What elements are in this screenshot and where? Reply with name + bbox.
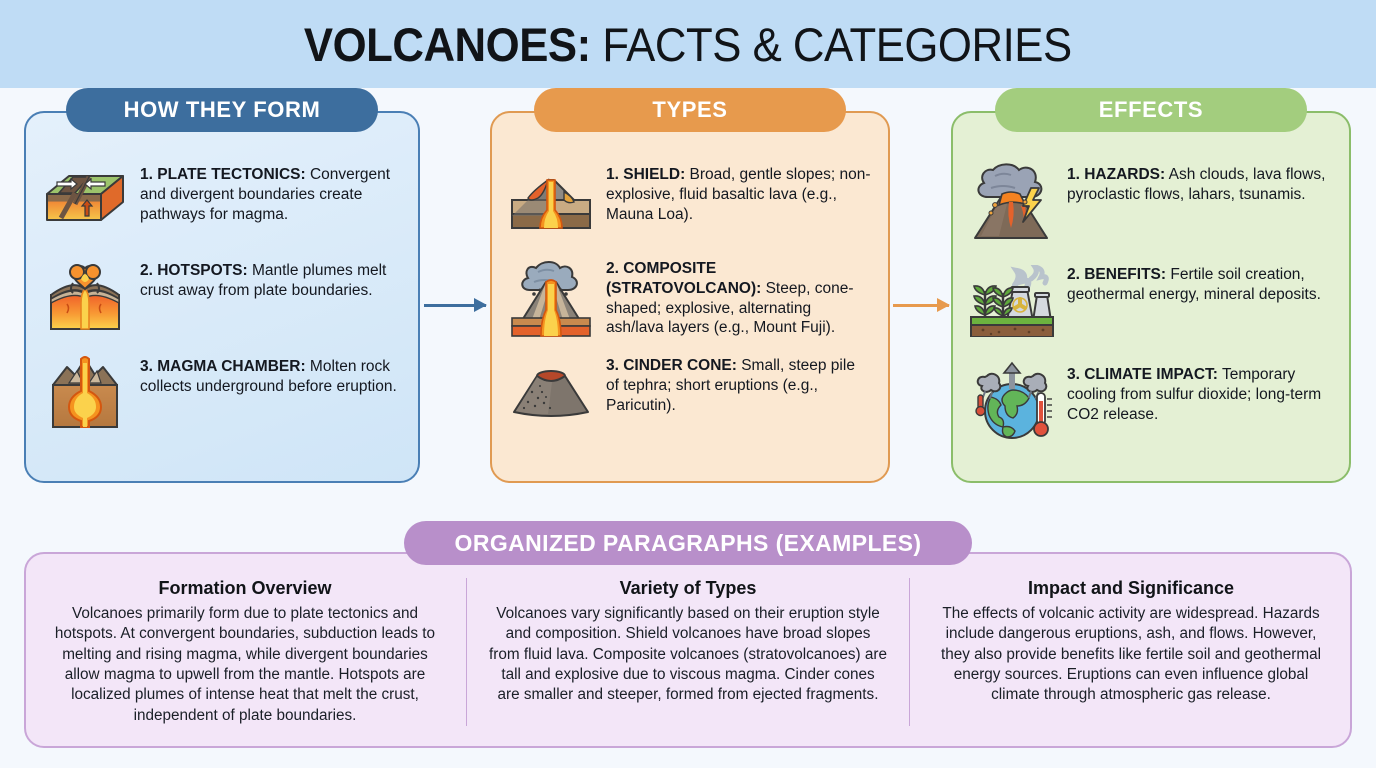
list-item-body: Molten rock collects underground before … [140,358,397,395]
list-item-label: 1. PLATE TECTONICS: [140,166,306,183]
list-item-label: 1. SHIELD: [606,166,686,183]
list-item-label: 2. HOTSPOTS: [140,262,248,279]
title-band: VOLCANOES: FACTS & CATEGORIES [0,0,1376,88]
arrow-form-to-types-icon [424,298,487,312]
list-item: 3. CLIMATE IMPACT: Temporary cooling fro… [969,361,1333,441]
erupting-volcano-lightning-icon [969,161,1055,241]
list-item-label: 2. COMPOSITE (STRATOVOLCANO): [606,260,762,297]
list-item-body: Temporary cooling from sulfur dioxide; l… [1067,366,1322,423]
list-item-body: Broad, gentle slopes; non-explosive, flu… [606,166,871,223]
paragraph-column-types: Variety of Types Volcanoes vary signific… [466,578,909,727]
paragraph-title: Impact and Significance [1027,578,1235,598]
card-effects: 1. HAZARDS: Ash clouds, lava flows, pyro… [951,111,1351,483]
list-item-label: 1. HAZARDS: [1067,166,1166,183]
paragraph-title: Variety of Types [619,578,757,598]
list-item-text: 2. BENEFITS: Fertile soil creation, geot… [1067,261,1333,305]
list-item-body: Ash clouds, lava flows, pyroclastic flow… [1067,166,1326,203]
list-item-text: 1. PLATE TECTONICS: Convergent and diver… [140,161,402,224]
magma-chamber-icon [42,353,128,433]
card-heading-how-they-form: HOW THEY FORM [66,88,378,132]
list-item: 1. SHIELD: Broad, gentle slopes; non-exp… [508,161,872,241]
paragraph-title: Formation Overview [158,578,332,598]
list-item-body: Convergent and divergent boundaries crea… [140,166,391,223]
columns-area: 1. PLATE TECTONICS: Convergent and diver… [0,88,1376,508]
paragraph-body: Volcanoes primarily form due to plate te… [54,605,436,724]
list-item-text: 2. COMPOSITE (STRATOVOLCANO): Steep, con… [606,255,872,338]
fertile-soil-geothermal-icon [969,261,1055,341]
paragraph-columns: Formation Overview Volcanoes primarily f… [24,578,1352,727]
list-item-text: 3. MAGMA CHAMBER: Molten rock collects u… [140,353,402,397]
hotspot-plume-icon [42,257,128,337]
list-item: 3. CINDER CONE: Small, steep pile of tep… [508,352,872,432]
page-title: VOLCANOES: FACTS & CATEGORIES [304,17,1072,72]
organized-paragraphs-panel [24,552,1352,748]
list-item: 1. PLATE TECTONICS: Convergent and diver… [42,161,402,241]
list-item-text: 1. SHIELD: Broad, gentle slopes; non-exp… [606,161,872,224]
list-item: 2. COMPOSITE (STRATOVOLCANO): Steep, con… [508,255,872,338]
paragraph-column-impact: Impact and Significance The effects of v… [909,578,1352,727]
list-item-body: Fertile soil creation, geothermal energy… [1067,266,1321,303]
list-item: 3. MAGMA CHAMBER: Molten rock collects u… [42,353,402,433]
arrow-types-to-effects-icon [893,298,950,312]
list-item: 2. BENEFITS: Fertile soil creation, geot… [969,261,1333,341]
composite-volcano-icon [508,255,594,337]
list-item-label: 3. CINDER CONE: [606,357,737,375]
organized-paragraphs-heading: ORGANIZED PARAGRAPHS (EXAMPLES) [404,521,972,565]
card-heading-types: TYPES [534,88,846,132]
list-item-text: 2. HOTSPOTS: Mantle plumes melt crust aw… [140,257,402,301]
page-title-light: FACTS & CATEGORIES [590,17,1073,71]
list-item-label: 3. MAGMA CHAMBER: [140,358,306,375]
card-types: 1. SHIELD: Broad, gentle slopes; non-exp… [490,111,890,483]
shield-volcano-icon [508,161,594,241]
plate-tectonics-icon [42,161,128,241]
card-how-they-form: 1. PLATE TECTONICS: Convergent and diver… [24,111,420,483]
list-item-body: Mantle plumes melt crust away from plate… [140,262,387,299]
list-item-body: Small, steep pile of tephra; short erupt… [606,357,855,414]
list-item: 2. HOTSPOTS: Mantle plumes melt crust aw… [42,257,402,337]
list-item-label: 2. BENEFITS: [1067,266,1167,283]
climate-earth-thermometer-icon [969,361,1055,441]
list-item-body: Steep, cone-shaped; explosive, alternati… [606,279,854,337]
paragraph-column-formation: Formation Overview Volcanoes primarily f… [24,578,466,726]
list-item-text: 3. CLIMATE IMPACT: Temporary cooling fro… [1067,361,1333,424]
paragraph-body: The effects of volcanic activity are wid… [940,605,1322,704]
list-item-text: 1. HAZARDS: Ash clouds, lava flows, pyro… [1067,161,1333,205]
list-item-label: 3. CLIMATE IMPACT: [1067,366,1218,383]
page-title-strong: VOLCANOES: [304,17,591,71]
paragraph-body: Volcanoes vary significantly based on th… [489,605,887,704]
list-item-text: 3. CINDER CONE: Small, steep pile of tep… [606,352,872,415]
card-heading-effects: EFFECTS [995,88,1307,132]
cinder-cone-icon [508,352,594,432]
list-item: 1. HAZARDS: Ash clouds, lava flows, pyro… [969,161,1333,241]
